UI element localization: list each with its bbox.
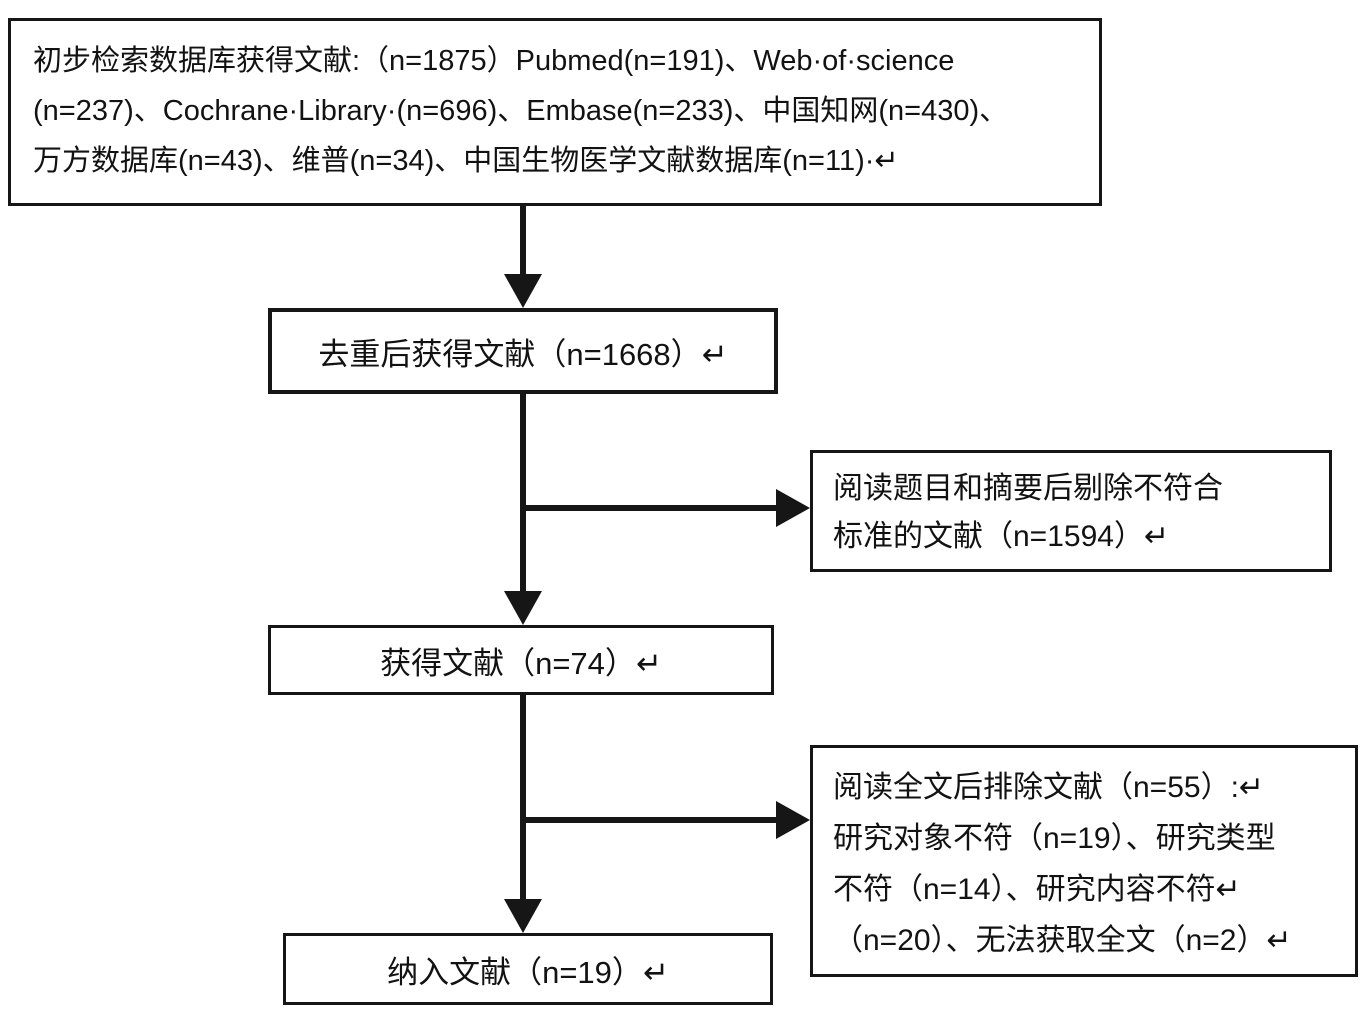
- arrow-dedup-to-obtained-head: [504, 591, 542, 625]
- box-initial-search: 初步检索数据库获得文献:（n=1875）Pubmed(n=191)、Web·of…: [8, 18, 1102, 206]
- arrow-obtained-to-included-head: [504, 899, 542, 933]
- box-excluded-fulltext: 阅读全文后排除文献（n=55）:↵ 研究对象不符（n=19）、研究类型 不符（n…: [810, 745, 1358, 977]
- branch-to-fulltext-exclusion-head: [776, 801, 810, 839]
- box-excluded-title-abstract: 阅读题目和摘要后剔除不符合 标准的文献（n=1594）↵: [810, 450, 1332, 572]
- box-obtained-fulltext: 获得文献（n=74）↵: [268, 625, 774, 695]
- box-after-dedup: 去重后获得文献（n=1668）↵: [268, 308, 778, 394]
- branch-to-title-exclusion-head: [776, 489, 810, 527]
- arrow-initial-to-dedup-head: [504, 274, 542, 308]
- box-included: 纳入文献（n=19）↵: [283, 933, 773, 1005]
